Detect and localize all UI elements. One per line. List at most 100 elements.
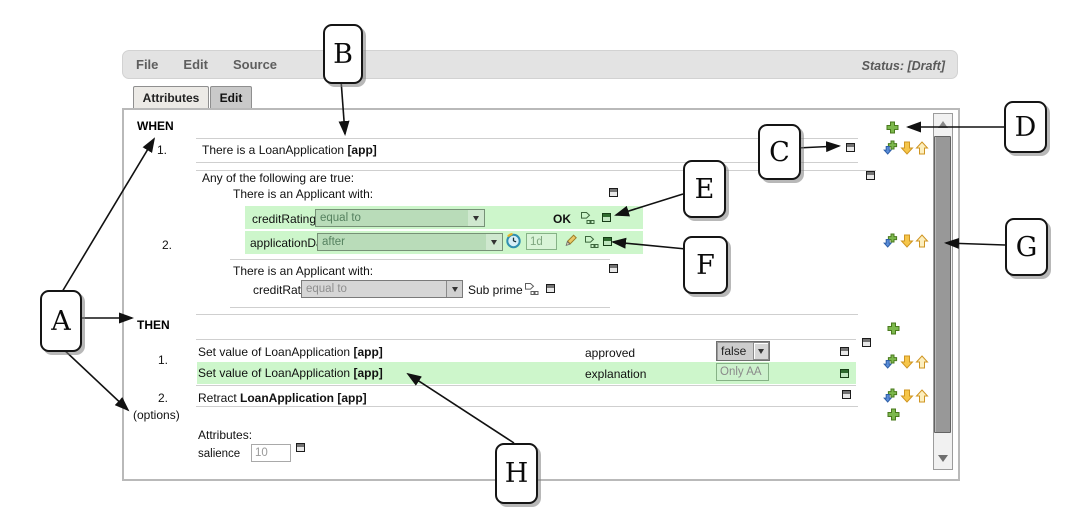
scroll-down-icon[interactable] — [938, 455, 948, 462]
pattern-header-applicant-2: There is an Applicant with: — [233, 264, 374, 278]
divider — [196, 170, 876, 171]
operator-dropdown-applicationdate[interactable]: after — [317, 233, 503, 251]
yellow-arrow-up-icon[interactable] — [915, 141, 929, 155]
salience-input[interactable] — [251, 444, 291, 462]
operator-dropdown-creditrating-2[interactable]: equal to — [301, 280, 463, 298]
field-label-creditrating: creditRating — [252, 212, 317, 226]
options-square-icon[interactable] — [546, 284, 555, 293]
duration-input[interactable] — [526, 233, 557, 250]
menu-source[interactable]: Source — [232, 57, 278, 72]
when-keyword: WHEN — [137, 119, 174, 133]
plus-with-blue-arrow-icon[interactable] — [883, 140, 899, 156]
rule-row-number: 2. — [162, 238, 173, 252]
scroll-up-icon[interactable] — [938, 121, 948, 128]
plus-with-blue-arrow-icon[interactable] — [883, 233, 899, 249]
value-input-explanation[interactable] — [716, 363, 769, 381]
plus-icon[interactable] — [887, 408, 900, 421]
menu-bar: File Edit Source Status: [Draft] — [122, 50, 958, 79]
yellow-arrow-down-icon[interactable] — [900, 355, 914, 369]
connective-icon[interactable] — [584, 235, 599, 249]
then-keyword: THEN — [137, 318, 170, 332]
connective-icon[interactable] — [580, 211, 595, 225]
options-square-icon[interactable] — [866, 171, 875, 180]
action-row-number: 2. — [158, 391, 169, 405]
fact-binding: [app] — [347, 143, 377, 157]
field-label-approved: approved — [585, 346, 636, 360]
plus-icon[interactable] — [886, 121, 899, 134]
divider — [196, 385, 856, 386]
divider — [196, 406, 858, 407]
composite-pattern-header: Any of the following are true: — [202, 171, 355, 185]
fact-binding: [app] — [353, 345, 383, 359]
callout-box-c: C — [758, 124, 801, 180]
options-square-icon[interactable] — [840, 347, 849, 356]
value-dropdown-approved[interactable]: false — [716, 341, 770, 361]
rule-editor-panel — [122, 108, 960, 481]
salience-label: salience — [198, 448, 241, 460]
dropdown-value: false — [721, 344, 747, 358]
yellow-arrow-down-icon[interactable] — [900, 234, 914, 248]
options-square-icon[interactable] — [840, 369, 849, 378]
dropdown-caret-icon[interactable] — [486, 234, 502, 250]
callout-box-a: A — [40, 290, 82, 352]
dropdown-caret-icon[interactable] — [446, 281, 462, 297]
action-row-highlight — [197, 362, 856, 384]
operator-value: equal to — [320, 212, 361, 224]
action-row-number: 1. — [158, 353, 169, 367]
yellow-arrow-down-icon[interactable] — [900, 389, 914, 403]
field-label-explanation: explanation — [585, 367, 647, 381]
action-set-value-2[interactable]: Set value of LoanApplication [app] — [198, 366, 383, 380]
action-text: Set value of LoanApplication — [198, 366, 354, 380]
tab-attributes[interactable]: Attributes — [133, 86, 209, 108]
yellow-arrow-up-icon[interactable] — [915, 355, 929, 369]
pencil-icon[interactable] — [563, 232, 579, 248]
divider — [230, 307, 610, 308]
plus-with-blue-arrow-icon[interactable] — [883, 354, 899, 370]
action-retract[interactable]: Retract LoanApplication [app] — [198, 391, 367, 405]
divider — [196, 314, 858, 315]
options-square-icon[interactable] — [609, 188, 618, 197]
callout-box-g: G — [1005, 218, 1048, 276]
dropdown-caret-icon[interactable] — [753, 342, 769, 360]
divider — [196, 162, 858, 163]
rule-row-number: 1. — [157, 143, 168, 157]
menu-edit[interactable]: Edit — [183, 57, 208, 72]
action-set-value-1[interactable]: Set value of LoanApplication [app] — [198, 345, 383, 359]
tab-edit[interactable]: Edit — [210, 86, 252, 108]
options-square-icon[interactable] — [862, 338, 871, 347]
field-label-applicationdate: applicationDate — [250, 236, 333, 250]
operator-value: equal to — [306, 283, 347, 295]
callout-box-b: B — [323, 24, 363, 84]
plus-icon[interactable] — [887, 322, 900, 335]
clock-icon[interactable] — [505, 232, 522, 249]
options-square-icon[interactable] — [602, 213, 611, 222]
options-square-icon[interactable] — [296, 443, 305, 452]
plus-with-blue-arrow-icon[interactable] — [883, 388, 899, 404]
divider — [196, 339, 856, 340]
scrollbar-thumb[interactable] — [934, 136, 951, 433]
operator-dropdown-creditrating[interactable]: equal to — [315, 209, 485, 227]
yellow-arrow-down-icon[interactable] — [900, 141, 914, 155]
dropdown-caret-icon[interactable] — [468, 210, 484, 226]
divider — [196, 138, 858, 139]
status-badge: Status: [Draft] — [861, 58, 945, 73]
fact-pattern-loanapplication[interactable]: There is a LoanApplication [app] — [202, 143, 377, 157]
options-square-icon[interactable] — [609, 264, 618, 273]
options-square-icon[interactable] — [603, 237, 612, 246]
connective-icon[interactable] — [524, 282, 539, 296]
yellow-arrow-up-icon[interactable] — [915, 389, 929, 403]
yellow-arrow-up-icon[interactable] — [915, 234, 929, 248]
condition-value-ok[interactable]: OK — [553, 212, 571, 226]
options-label[interactable]: (options) — [133, 408, 180, 422]
action-text: Set value of LoanApplication — [198, 345, 354, 359]
callout-box-e: E — [683, 160, 726, 218]
options-square-icon[interactable] — [842, 390, 851, 399]
fact-pattern-text: There is a LoanApplication — [202, 143, 348, 157]
attributes-header: Attributes: — [198, 428, 253, 442]
condition-value-subprime[interactable]: Sub prime — [468, 283, 523, 297]
action-text: Retract — [198, 391, 241, 405]
operator-value: after — [322, 236, 346, 248]
options-square-icon[interactable] — [846, 143, 855, 152]
menu-file[interactable]: File — [136, 57, 159, 72]
divider — [230, 259, 610, 260]
